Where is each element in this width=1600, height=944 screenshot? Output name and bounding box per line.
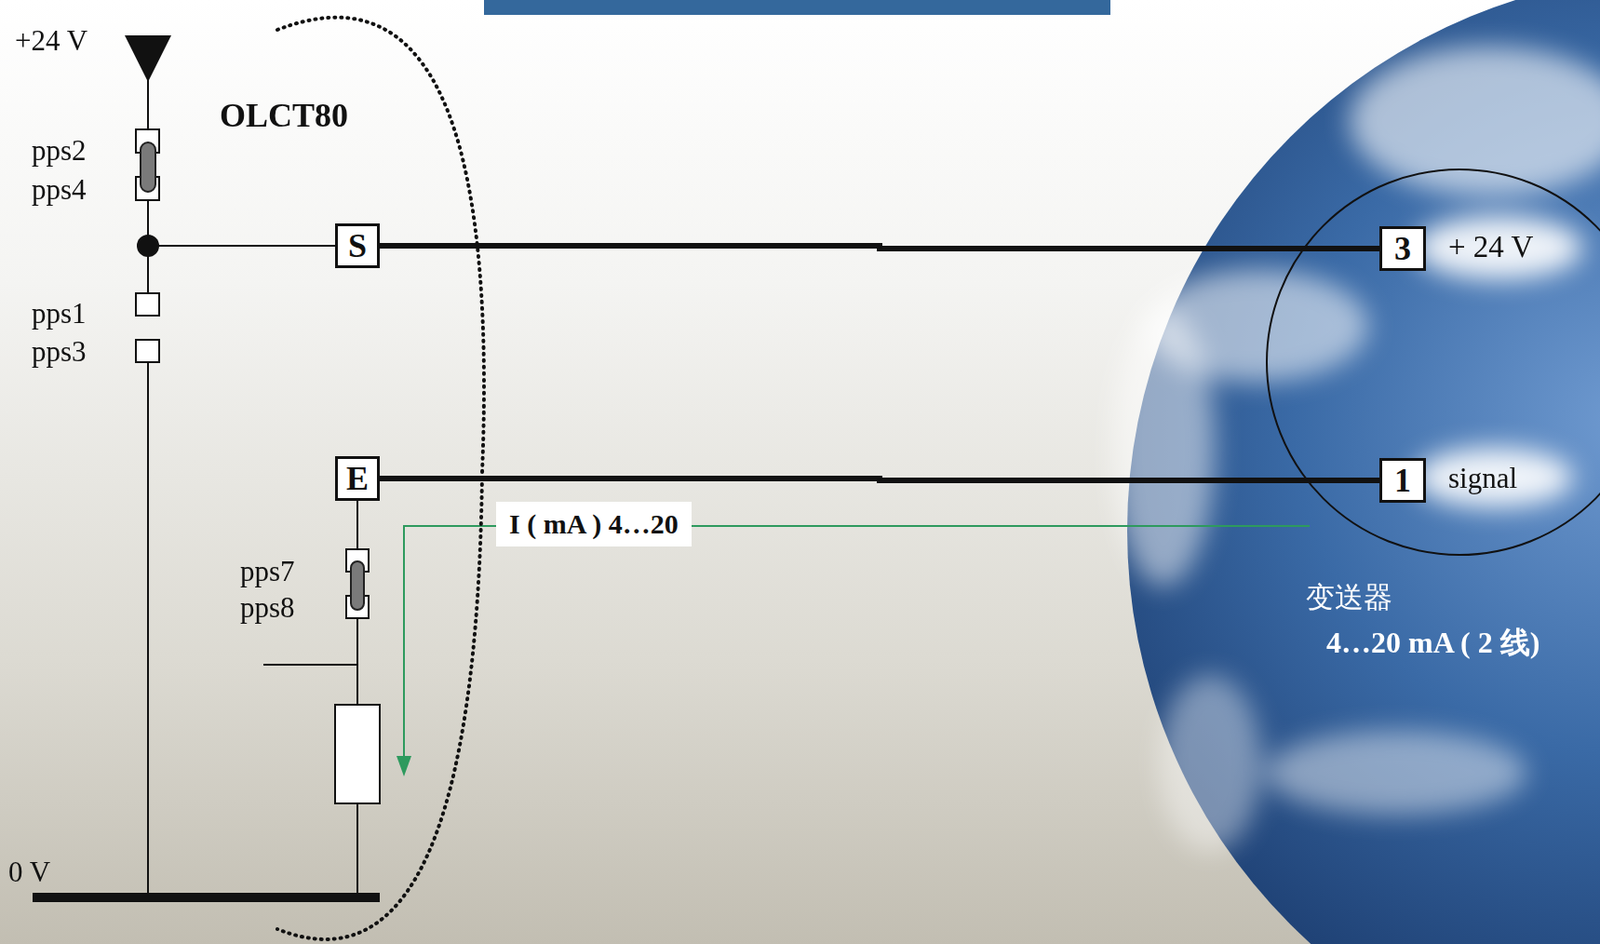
- jumper-label: pps7: [240, 556, 296, 586]
- signal-wire: [379, 478, 1380, 481]
- junction-dot: [136, 234, 160, 257]
- current-label: I ( mA ) 4…20: [496, 501, 692, 547]
- jumper-label: pps8: [240, 592, 296, 622]
- node-label: 变送器: [1305, 581, 1393, 614]
- wires: [147, 80, 358, 896]
- ground-bus: [32, 892, 380, 902]
- terminal-box: S: [335, 223, 380, 269]
- top-bar: [484, 0, 1111, 15]
- supply-symbol: [124, 35, 172, 82]
- terminal-box: E: [335, 456, 380, 501]
- current-arrow: [403, 525, 1310, 758]
- jumper-link: [140, 142, 156, 192]
- arrow-head: [396, 755, 412, 777]
- terminal-number: S: [348, 228, 367, 263]
- dashed-outline: [275, 7, 492, 939]
- terminal-number: E: [346, 461, 369, 496]
- transmitter-circle: 变送器4…20 mA ( 2 线)31: [1265, 168, 1600, 556]
- ground-label: 0 V: [8, 857, 51, 887]
- dashed-ellipse: [277, 17, 485, 940]
- terminal-number: 1: [1394, 463, 1412, 498]
- node-label: OLCT80: [219, 97, 349, 135]
- jumper-label: pps4: [31, 174, 87, 204]
- terminal-number: 3: [1394, 231, 1412, 266]
- jumper-label: pps1: [31, 298, 87, 328]
- jumper-link: [350, 561, 364, 610]
- resistor-symbol: [335, 704, 380, 804]
- terminal-box: 1: [1379, 457, 1426, 503]
- earth-clouds: [1112, 46, 1600, 852]
- signal-wire: [379, 245, 1380, 249]
- jumper-label: pps3: [31, 336, 87, 366]
- supply-label: +24 V: [14, 26, 88, 55]
- jumper-pads: [135, 129, 369, 619]
- pin-name: + 24 V: [1448, 231, 1533, 263]
- pin-name: signal: [1448, 463, 1518, 493]
- node-label: 4…20 mA ( 2 线): [1326, 626, 1540, 659]
- olct80-housing: OLCT80SE: [275, 7, 492, 939]
- terminal-box: 3: [1379, 226, 1426, 271]
- jumper-label: pps2: [31, 135, 87, 165]
